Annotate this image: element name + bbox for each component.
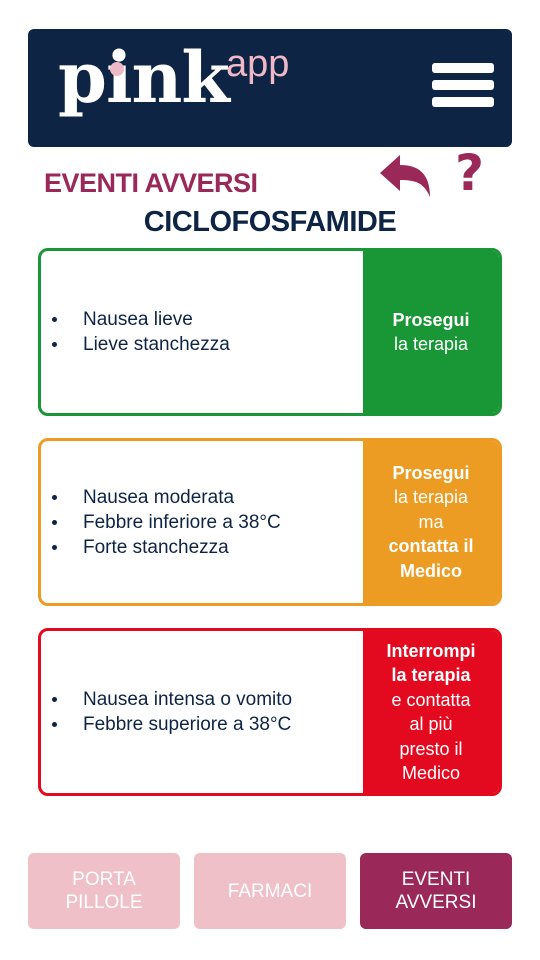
action-line: la terapia xyxy=(393,334,469,354)
action-line: e contatta xyxy=(391,689,471,710)
action-line: Prosegui xyxy=(392,309,470,330)
drug-name: CICLOFOSFAMIDE xyxy=(143,206,397,238)
action-panel-continue-contact: Prosegui la terapia ma contatta il Medic… xyxy=(363,441,499,603)
back-arrow-icon[interactable] xyxy=(378,153,434,199)
nav-label-line: PILLOLE xyxy=(65,892,143,913)
action-line: Interrompi xyxy=(386,640,476,661)
symptom-item: Nausea moderata xyxy=(52,485,366,510)
action-line: ma xyxy=(418,511,444,532)
action-line: presto il xyxy=(399,738,463,759)
nav-label-line: AVVERSI xyxy=(395,892,477,913)
nav-label-line: EVENTI xyxy=(401,869,471,890)
symptom-item: Febbre inferiore a 38°C xyxy=(52,510,366,535)
menu-bar xyxy=(432,97,494,107)
symptom-item: Nausea intensa o vomito xyxy=(52,687,366,712)
page-title: EVENTI AVVERSI xyxy=(44,168,258,198)
symptom-list: Nausea intensa o vomito Febbre superiore… xyxy=(41,631,366,793)
action-panel-stop: Interrompi la terapia e contatta al più … xyxy=(363,631,499,793)
nav-label: FARMACI xyxy=(227,880,313,902)
symptom-item: Febbre superiore a 38°C xyxy=(52,712,366,737)
menu-bar xyxy=(432,80,494,90)
logo-app-text: app xyxy=(226,43,290,85)
symptom-item: Nausea lieve xyxy=(52,307,366,332)
action-line: la terapia xyxy=(391,665,471,685)
action-line: contatta il xyxy=(388,536,474,557)
symptom-item: Forte stanchezza xyxy=(52,535,366,560)
question-mark-icon[interactable]: ? xyxy=(455,144,485,202)
action-line: al più xyxy=(409,714,453,734)
app-header: pink app xyxy=(28,29,512,147)
nav-label-line: PORTA xyxy=(72,869,136,890)
action-line: Medico xyxy=(399,560,462,581)
adverse-event-card-mild: Nausea lieve Lieve stanchezza Prosegui l… xyxy=(38,248,502,416)
adverse-event-card-severe: Nausea intensa o vomito Febbre superiore… xyxy=(38,628,502,796)
symptom-list: Nausea lieve Lieve stanchezza xyxy=(41,251,366,413)
logo-dot xyxy=(110,62,124,76)
action-line: Prosegui xyxy=(392,462,470,483)
hamburger-menu-icon[interactable] xyxy=(432,59,496,115)
nav-eventi-avversi-button[interactable]: EVENTI AVVERSI xyxy=(360,853,512,929)
adverse-event-card-moderate: Nausea moderata Febbre inferiore a 38°C … xyxy=(38,438,502,606)
nav-farmaci-button[interactable]: FARMACI xyxy=(194,853,346,929)
action-panel-continue: Prosegui la terapia xyxy=(363,251,499,413)
action-line: la terapia xyxy=(393,487,469,508)
symptom-item: Lieve stanchezza xyxy=(52,332,366,357)
action-line: Medico xyxy=(401,763,461,783)
symptom-list: Nausea moderata Febbre inferiore a 38°C … xyxy=(41,441,366,603)
nav-porta-pillole-button[interactable]: PORTA PILLOLE xyxy=(28,853,180,929)
logo-pink-text: pink xyxy=(58,36,230,119)
menu-bar xyxy=(432,63,494,73)
